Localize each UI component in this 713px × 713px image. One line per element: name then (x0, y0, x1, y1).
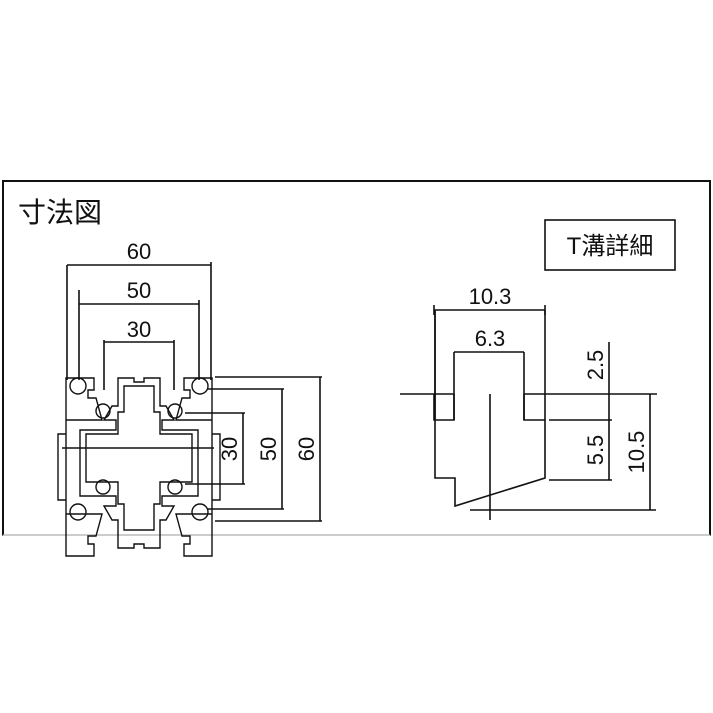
dim-height-60: 60 (294, 437, 319, 461)
dim-height-50: 50 (256, 437, 281, 461)
drawing-title: 寸法図 (18, 197, 102, 228)
detail-label-box (544, 219, 676, 271)
height-dimension-lines (185, 376, 322, 522)
t-slot-profile (400, 305, 657, 520)
dim-slot-width-outer: 10.3 (469, 284, 512, 309)
aluminum-profile (57, 377, 221, 557)
dim-height-30: 30 (217, 437, 242, 461)
dim-width-30: 30 (127, 317, 151, 342)
dim-width-50: 50 (127, 278, 151, 303)
dim-slot-width-inner: 6.3 (475, 326, 506, 351)
dim-slot-height-top: 2.5 (583, 350, 608, 381)
drawing-frame (2, 180, 711, 536)
dim-width-60: 60 (127, 239, 151, 264)
dim-slot-height-mid: 5.5 (583, 435, 608, 466)
dim-slot-height-total: 10.5 (624, 431, 649, 474)
width-dimension-lines (66, 262, 212, 390)
detail-label: T溝詳細 (567, 233, 654, 260)
